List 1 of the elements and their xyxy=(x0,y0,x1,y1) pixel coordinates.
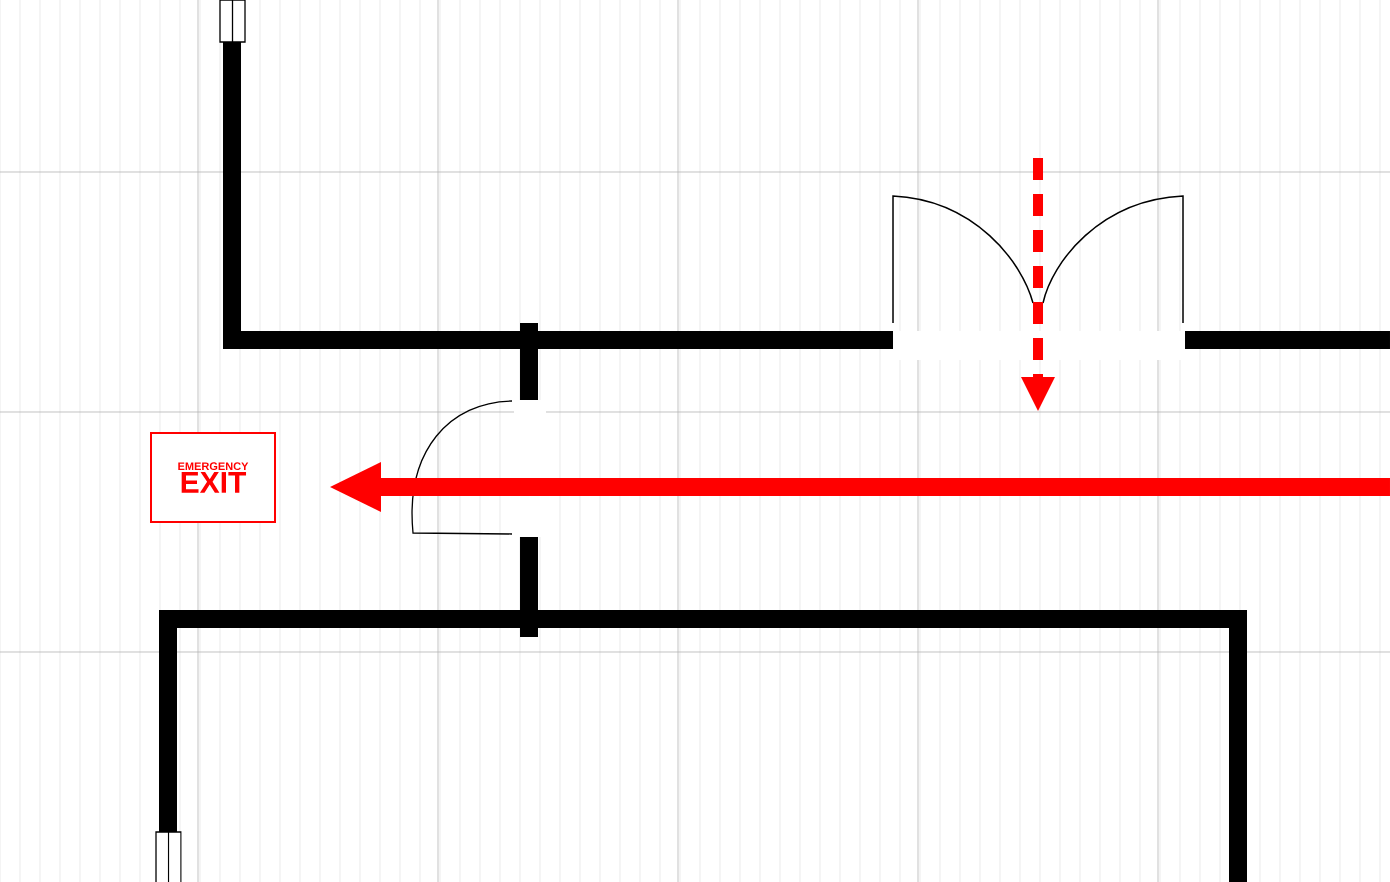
exit-sign: EMERGENCY EXIT xyxy=(150,432,276,523)
